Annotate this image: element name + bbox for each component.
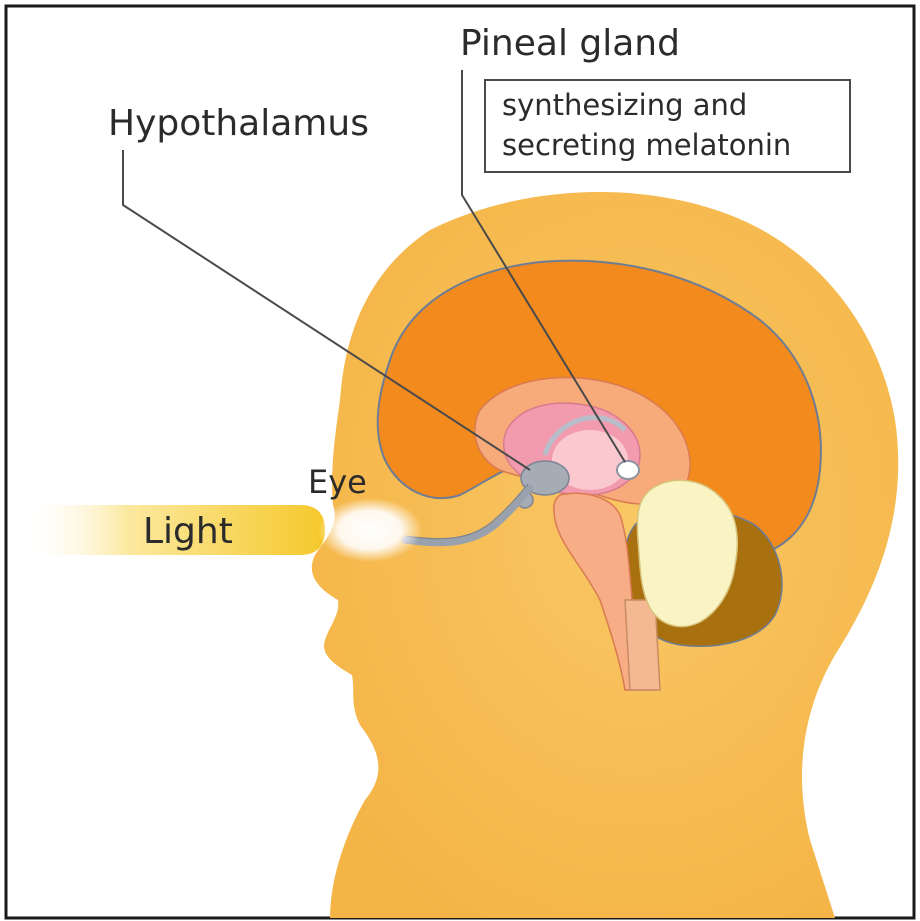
eye-glow [318, 498, 422, 562]
pineal-gland [617, 461, 639, 479]
hypothalamus-label: Hypothalamus [108, 103, 369, 144]
pineal-gland-label: Pineal gland [460, 23, 680, 64]
pineal-note-line-1: synthesizing and [502, 88, 747, 122]
light-label: Light [143, 511, 233, 552]
pineal-note-line-2: secreting melatonin [502, 128, 791, 162]
eye-label: Eye [308, 463, 367, 501]
